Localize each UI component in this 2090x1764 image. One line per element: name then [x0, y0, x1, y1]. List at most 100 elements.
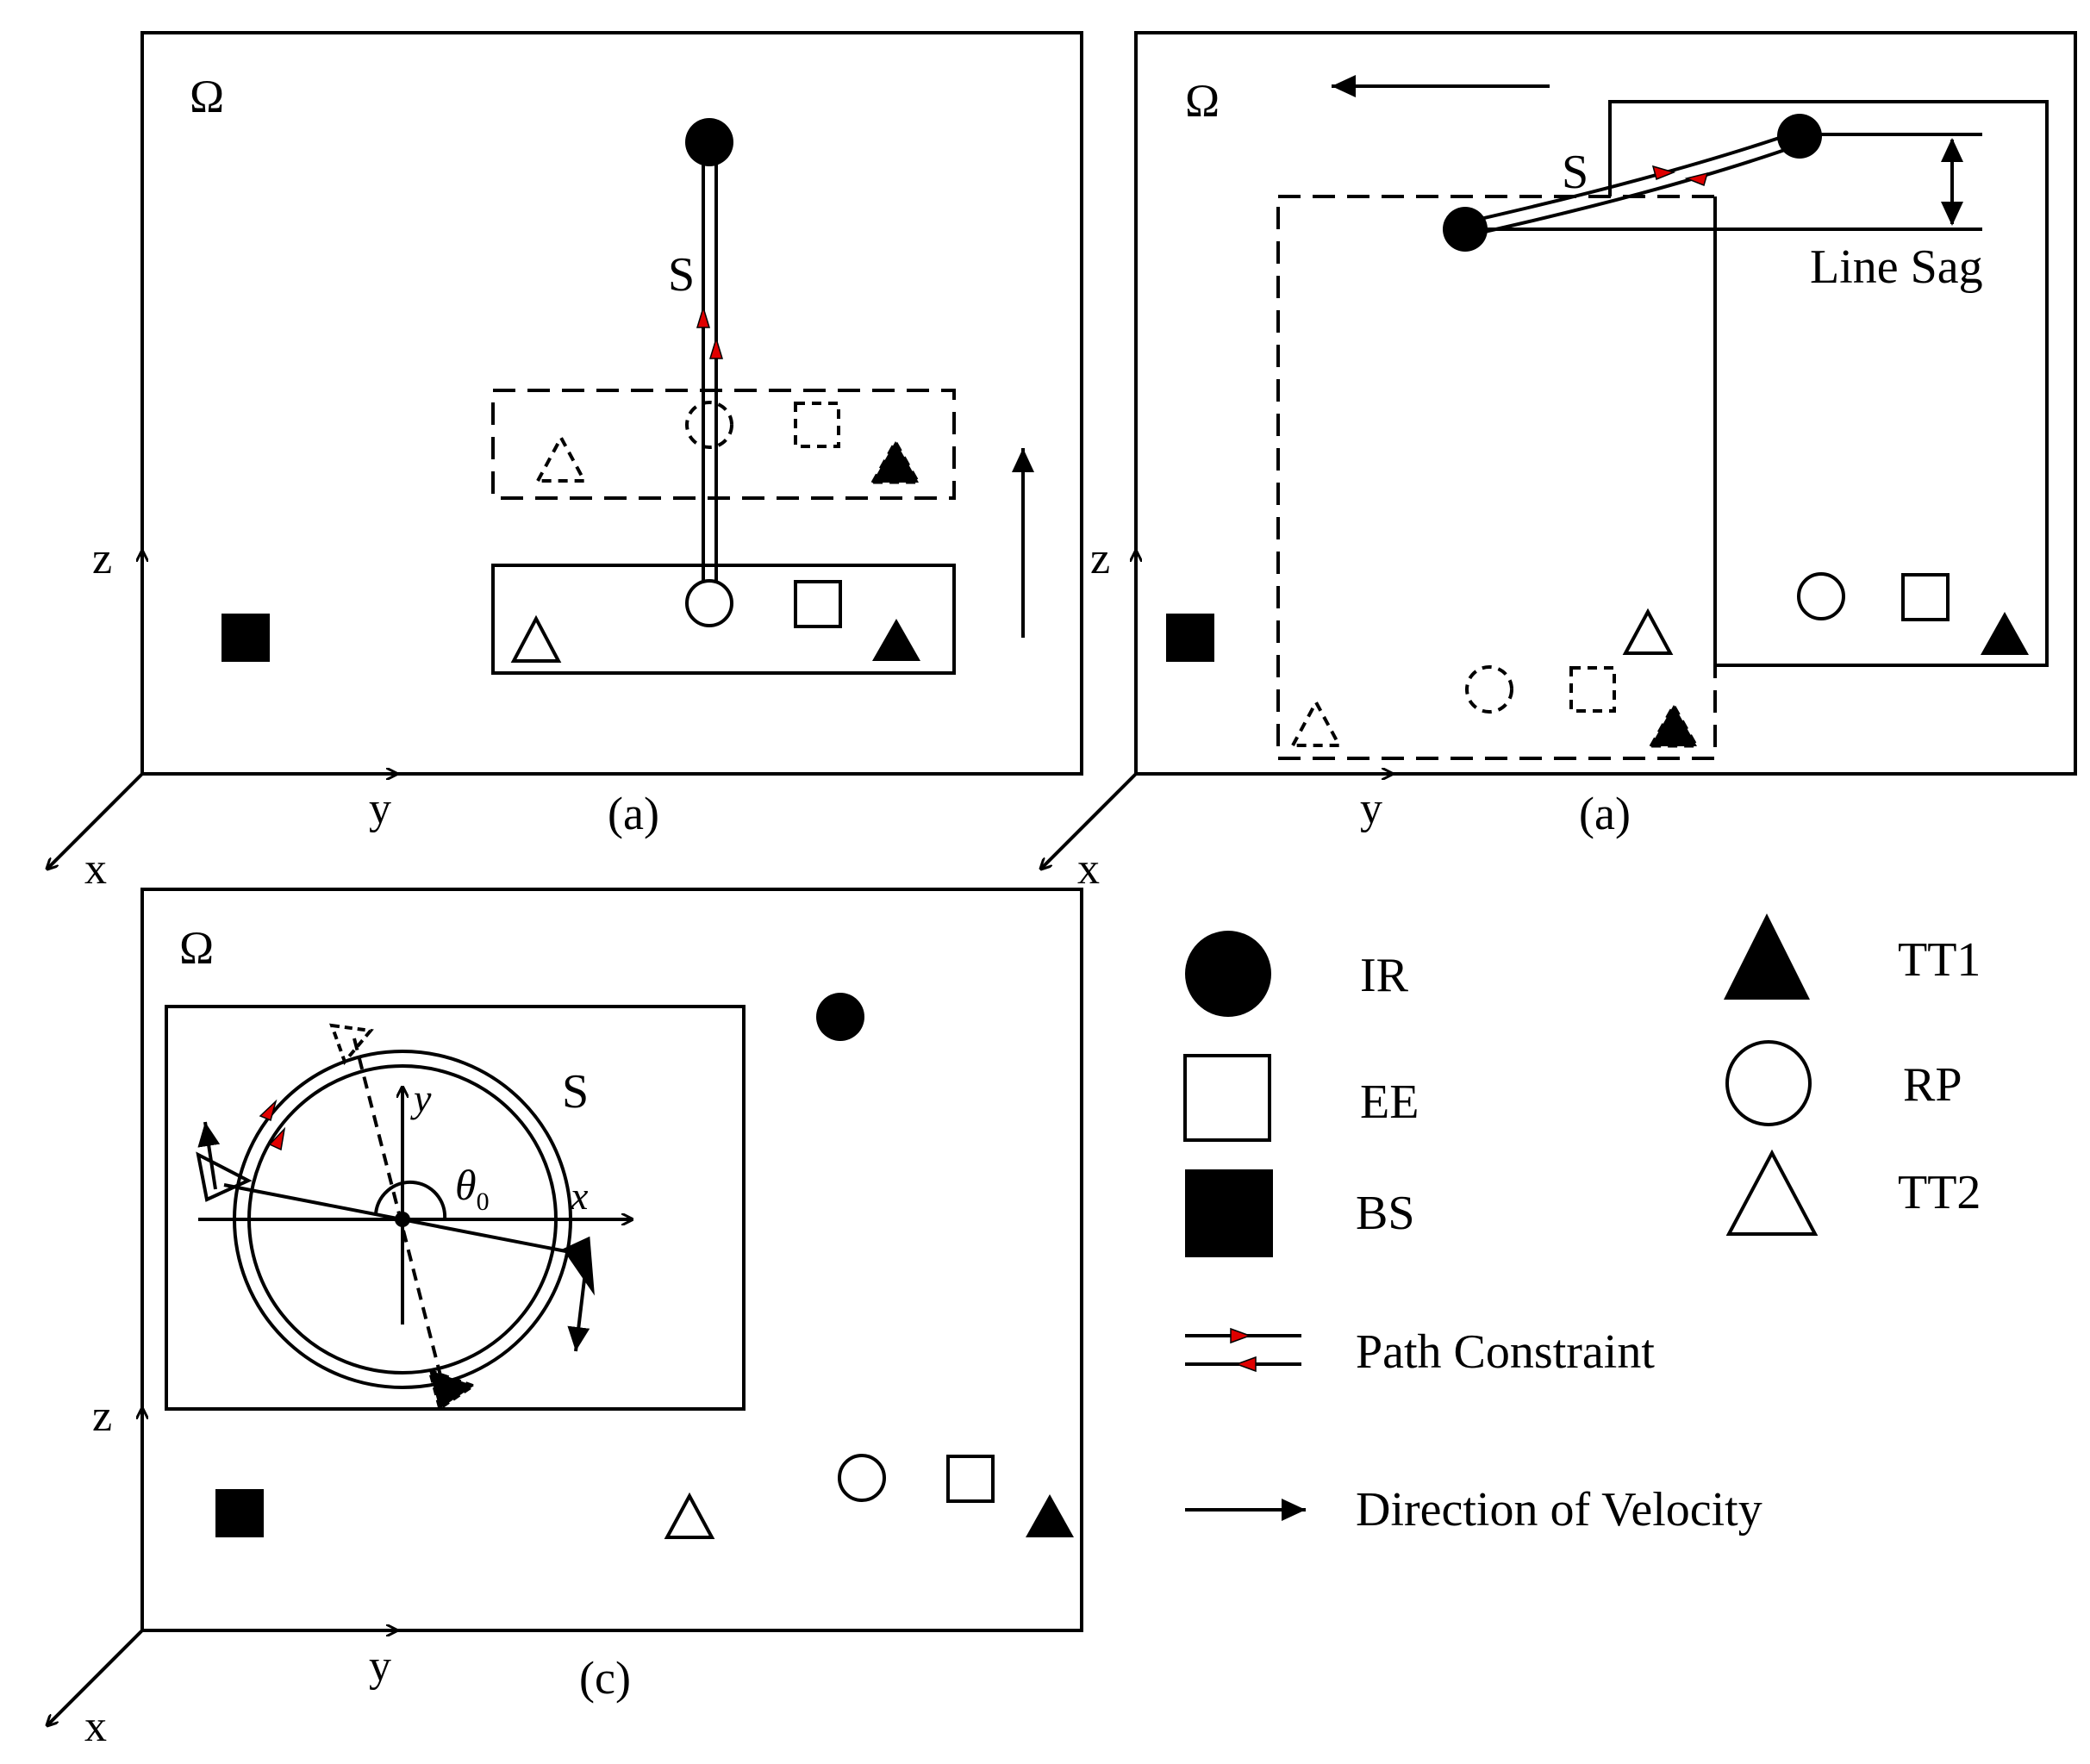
theta-label: θ0 — [455, 1161, 490, 1216]
rp-ghost-marker — [1465, 665, 1513, 714]
dashed-region — [491, 389, 956, 500]
ir-marker — [816, 993, 864, 1041]
base-station-marker — [221, 614, 270, 662]
dashed-region — [1276, 195, 1717, 760]
tt2-ghost-marker — [329, 1023, 374, 1065]
panel-caption: (c) — [579, 1652, 631, 1704]
ee-ghost-marker — [794, 402, 840, 448]
constraint-arrow-icon — [1230, 1327, 1252, 1344]
filled-triangle-icon — [1724, 913, 1810, 1000]
tether-line — [1464, 129, 1800, 224]
inner-y-label: y — [410, 1076, 432, 1120]
constraint-arrow-icon — [268, 1126, 286, 1151]
axis-y-label: y — [369, 784, 391, 833]
tt1-marker — [872, 619, 920, 661]
filled-square-icon — [1185, 1169, 1273, 1257]
solid-region — [1608, 100, 2049, 667]
axis-z-label: z — [92, 1392, 112, 1441]
ee-marker — [946, 1455, 995, 1503]
legend-label: TT1 — [1898, 933, 1981, 987]
axis-triad: z y x — [47, 534, 396, 894]
legend-item-bs: BS — [1185, 1169, 1415, 1257]
constraint-arrow-icon — [1651, 165, 1676, 181]
legend-item-path-constraint: Path Constraint — [1185, 1325, 1655, 1379]
circular-tether-inner — [247, 1064, 558, 1374]
axis-triad: z y x — [47, 1392, 396, 1751]
panel-a2: Ω z y x S Line Sa — [1041, 31, 2077, 894]
panel-caption: (a) — [608, 788, 659, 839]
axis-x-label: x — [1077, 845, 1100, 894]
panel-a1: Ω z y x S (a) — [47, 31, 1083, 894]
empty-square-icon — [1183, 1054, 1271, 1142]
tt2-marker — [664, 1492, 715, 1539]
legend-item-ee: EE — [1183, 1054, 1419, 1142]
base-station-marker — [1166, 614, 1214, 662]
filled-circle-icon — [1185, 931, 1271, 1017]
legend-item-velocity: Direction of Velocity — [1185, 1483, 1762, 1536]
legend-label: BS — [1356, 1187, 1415, 1240]
axis-z-label: z — [92, 534, 112, 583]
velocity-arrow — [567, 1264, 590, 1352]
legend-label: EE — [1360, 1075, 1419, 1129]
base-station-marker — [215, 1489, 264, 1537]
tether-line — [1464, 143, 1800, 238]
tt1-marker — [562, 1236, 595, 1296]
tt1-marker — [1026, 1494, 1074, 1537]
legend: IR EE BS TT1 RP TT2 Path Constraint — [1183, 913, 1981, 1536]
s-label: S — [1562, 146, 1588, 199]
tt2-ghost-marker — [1289, 698, 1343, 747]
legend-label: Direction of Velocity — [1356, 1483, 1762, 1536]
omega-region — [140, 31, 1083, 776]
axis-y-label: y — [369, 1642, 391, 1691]
tt1-marker — [1981, 612, 2029, 655]
s-label: S — [668, 248, 695, 302]
constraint-arrow-icon — [259, 1099, 278, 1122]
omega-label: Ω — [190, 71, 224, 122]
tt2-marker — [196, 1151, 253, 1202]
empty-circle-icon — [1725, 1040, 1812, 1126]
legend-item-rp: RP — [1725, 1040, 1962, 1126]
legend-item-tt1: TT1 — [1724, 913, 1981, 1000]
axis-y-label: y — [1360, 784, 1382, 833]
circular-tether-outer — [233, 1050, 572, 1389]
rp-ghost-marker — [685, 401, 733, 449]
tt1-ghost-marker — [1648, 701, 1700, 748]
panel-caption: (a) — [1579, 788, 1631, 839]
ee-ghost-marker — [1569, 666, 1616, 713]
omega-label: Ω — [179, 922, 214, 974]
ee-marker — [794, 580, 842, 628]
rotation-region — [165, 1005, 746, 1411]
line-sag-label: Line Sag — [1810, 240, 1983, 294]
axis-z-label: z — [1090, 534, 1110, 583]
ee-marker — [1901, 573, 1950, 621]
empty-triangle-icon — [1725, 1149, 1819, 1236]
theta-subscript: 0 — [477, 1187, 490, 1216]
velocity-arrow — [197, 1121, 221, 1190]
tt2-ghost-marker — [534, 433, 588, 483]
rp-marker — [685, 579, 733, 627]
solid-region — [491, 564, 956, 675]
legend-item-ir: IR — [1185, 931, 1409, 1017]
legend-label: RP — [1903, 1058, 1962, 1112]
s-label: S — [562, 1065, 589, 1119]
constraint-arrow-icon — [708, 336, 724, 359]
axis-x-label: x — [84, 845, 107, 894]
legend-label: IR — [1360, 949, 1409, 1002]
rp-marker — [1797, 572, 1845, 620]
legend-item-tt2: TT2 — [1725, 1149, 1981, 1236]
rp-marker — [838, 1454, 886, 1502]
panel-c: Ω z y x S y x θ0 — [47, 888, 1083, 1751]
axis-triad: z y x — [1041, 534, 1392, 894]
tt2-marker — [510, 614, 562, 663]
tt1-ghost-marker — [870, 438, 921, 484]
constraint-arrow-icon — [1684, 171, 1709, 187]
omega-region — [1134, 31, 2077, 776]
legend-label: Path Constraint — [1356, 1325, 1655, 1379]
omega-region — [140, 888, 1083, 1632]
omega-label: Ω — [1185, 75, 1220, 127]
constraint-arrow-icon — [1234, 1356, 1257, 1373]
tt1-ghost-marker — [427, 1368, 477, 1412]
constraint-arrow-icon — [696, 305, 711, 328]
axis-x-label: x — [84, 1702, 107, 1751]
